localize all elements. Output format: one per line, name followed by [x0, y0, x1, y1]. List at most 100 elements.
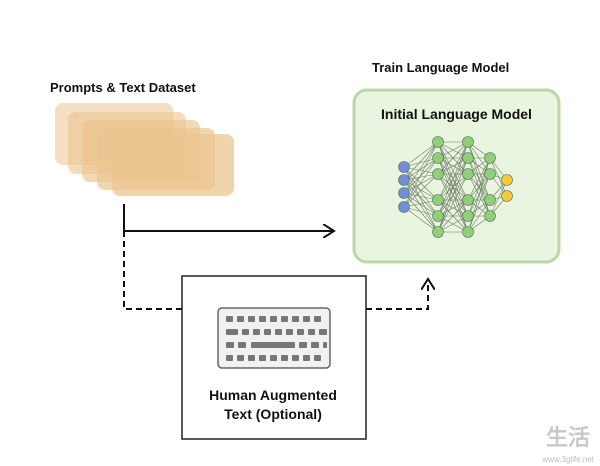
- nn-edge: [403, 157, 439, 194]
- nn-edge: [403, 192, 439, 217]
- nn-node: [462, 168, 474, 180]
- nn-node: [484, 194, 496, 206]
- nn-edge: [403, 166, 439, 233]
- keyboard-key: [242, 329, 249, 335]
- keyboard-key: [323, 342, 327, 348]
- keyboard-key: [311, 342, 319, 348]
- nn-node: [432, 136, 444, 148]
- keyboard-key: [319, 329, 327, 335]
- nn-edge: [403, 173, 439, 208]
- model-title: Initial Language Model: [381, 106, 532, 122]
- nn-node: [501, 190, 513, 202]
- nn-edge: [403, 179, 439, 233]
- solid-arrow: [123, 204, 333, 231]
- nn-node: [462, 136, 474, 148]
- nn-node: [501, 174, 513, 186]
- keyboard-key: [281, 355, 288, 361]
- dataset-stack: [55, 103, 234, 196]
- keyboard-key: [264, 329, 271, 335]
- nn-edge: [467, 157, 491, 217]
- keyboard-key: [226, 316, 233, 322]
- nn-edge: [403, 157, 439, 208]
- nn-node: [462, 152, 474, 164]
- dataset-card: [112, 134, 234, 196]
- nn-node: [398, 161, 410, 173]
- nn-node: [484, 152, 496, 164]
- nn-node: [484, 168, 496, 180]
- nn-node: [432, 168, 444, 180]
- nn-edge: [403, 141, 439, 181]
- keyboard-key: [308, 329, 315, 335]
- keyboard-key: [259, 316, 266, 322]
- keyboard-key: [299, 342, 307, 348]
- dataset-title: Prompts & Text Dataset: [50, 80, 196, 95]
- keyboard-key: [297, 329, 304, 335]
- dashed-arrow-right: [366, 280, 428, 310]
- nn-edge: [489, 179, 508, 217]
- keyboard-key: [292, 355, 299, 361]
- nn-edge: [437, 199, 469, 233]
- nn-node: [398, 201, 410, 213]
- nn-node: [432, 210, 444, 222]
- keyboard-key: [314, 355, 321, 361]
- keyboard-key: [303, 355, 310, 361]
- nn-edge: [403, 173, 439, 194]
- nn-edge: [437, 141, 469, 175]
- keyboard-key: [226, 329, 238, 335]
- keyboard-key: [286, 329, 293, 335]
- human-text-line2: Text (Optional): [224, 406, 322, 422]
- watermark-brand: 生活: [545, 425, 590, 450]
- keyboard-key: [270, 355, 277, 361]
- nn-edge: [467, 199, 491, 233]
- nn-node: [398, 174, 410, 186]
- keyboard-key: [248, 316, 255, 322]
- nn-edge: [403, 192, 439, 233]
- human-text-line1: Human Augmented: [209, 387, 337, 403]
- keyboard-key: [238, 342, 246, 348]
- keyboard-key: [281, 316, 288, 322]
- nn-edge: [403, 166, 439, 217]
- nn-node: [432, 152, 444, 164]
- keyboard-key: [303, 316, 310, 322]
- nn-node: [462, 194, 474, 206]
- nn-edge: [403, 141, 439, 208]
- nn-edge: [403, 206, 439, 217]
- nn-node: [462, 210, 474, 222]
- watermark-url: www.3glife.net: [542, 455, 594, 464]
- keyboard-key: [253, 329, 260, 335]
- nn-edge: [467, 157, 491, 201]
- keyboard-key: [226, 355, 233, 361]
- nn-edge: [403, 157, 439, 181]
- nn-edge: [403, 141, 439, 168]
- nn-edge: [437, 141, 469, 217]
- dashed-line-left: [123, 231, 182, 310]
- nn-edge: [467, 141, 491, 201]
- nn-node: [484, 210, 496, 222]
- nn-edge: [403, 206, 439, 233]
- nn-node: [398, 187, 410, 199]
- nn-node: [432, 194, 444, 206]
- keyboard-key: [226, 342, 234, 348]
- nn-node: [462, 226, 474, 238]
- keyboard-key: [292, 316, 299, 322]
- nn-edge: [403, 157, 439, 168]
- nn-edge: [403, 179, 439, 217]
- keyboard-key: [237, 316, 244, 322]
- nn-edge: [437, 173, 469, 233]
- nn-edge: [467, 173, 491, 233]
- keyboard-key: [314, 316, 321, 322]
- nn-edge: [437, 157, 469, 233]
- nn-node: [432, 226, 444, 238]
- keyboard-key: [251, 342, 295, 348]
- keyboard-key: [270, 316, 277, 322]
- keyboard-icon: [217, 307, 331, 369]
- nn-edge: [403, 141, 439, 194]
- keyboard-key: [237, 355, 244, 361]
- keyboard-key: [259, 355, 266, 361]
- train-title: Train Language Model: [372, 60, 510, 75]
- keyboard-key: [275, 329, 282, 335]
- nn-edge: [403, 179, 439, 201]
- keyboard-key: [248, 355, 255, 361]
- nn-nodes: [398, 136, 513, 238]
